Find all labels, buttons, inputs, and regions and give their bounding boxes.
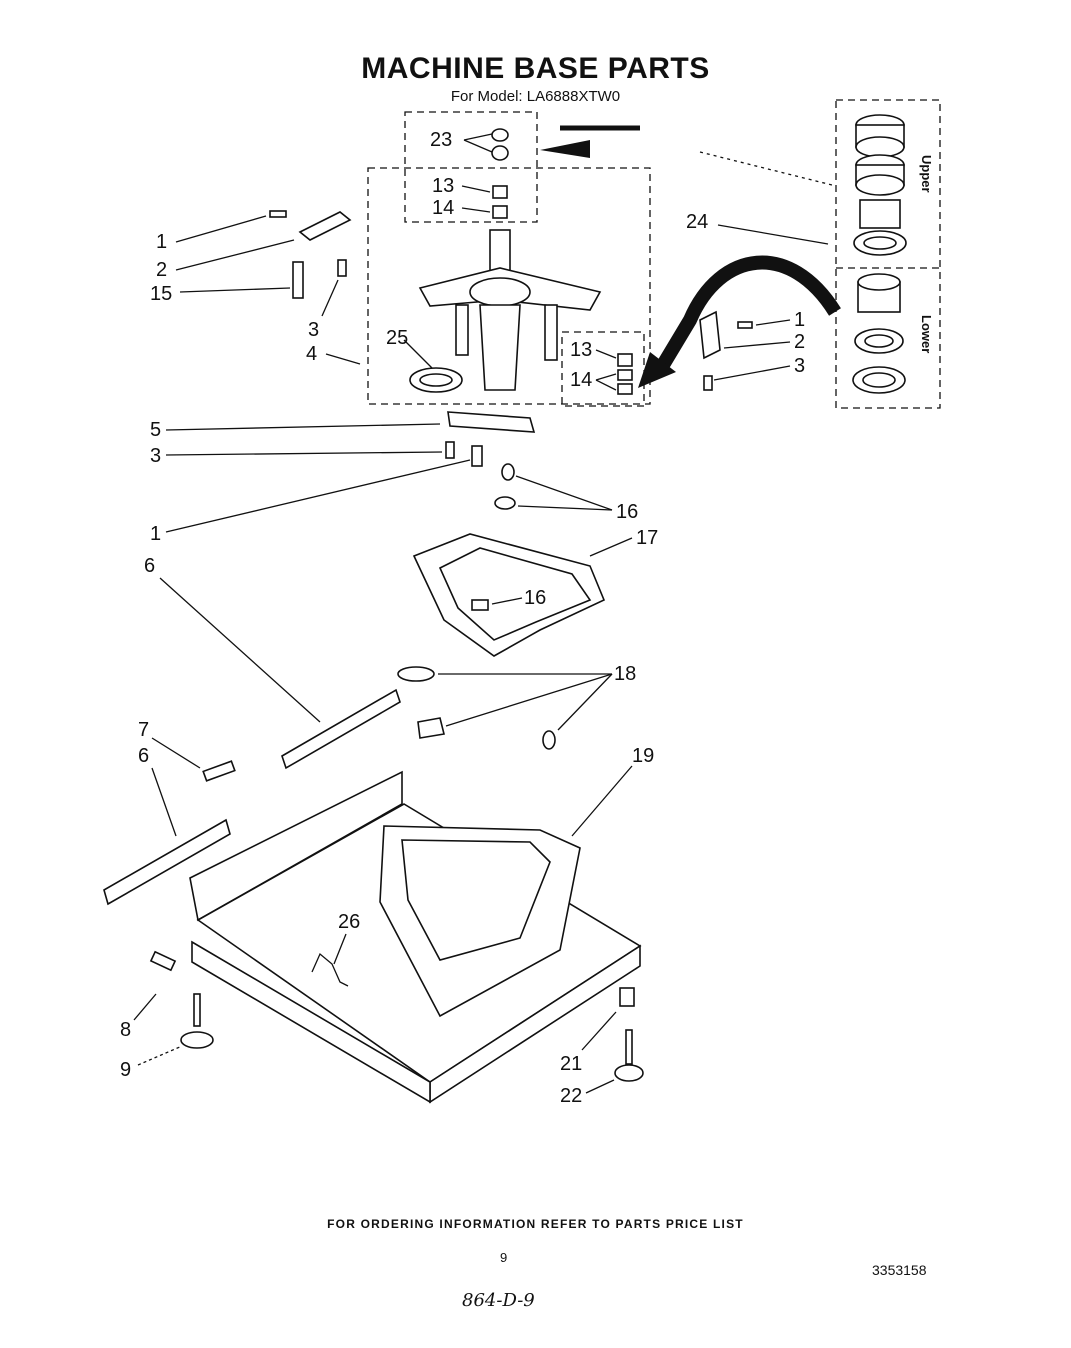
lower-bearing-stack (852, 273, 906, 394)
bumper-box (561, 331, 645, 407)
inset-upper-label: Upper (919, 155, 934, 193)
pin-8 (149, 950, 177, 972)
cap-21 (619, 987, 635, 1007)
inset-lower-label: Lower (919, 315, 934, 353)
callout-3-right: 3 (794, 355, 805, 377)
callout-16-lower: 16 (524, 587, 546, 609)
bearing-seal-box (404, 111, 538, 223)
callout-9: 9 (120, 1059, 131, 1081)
callout-22: 22 (560, 1085, 582, 1107)
transmission-assembly (418, 229, 602, 391)
callout-14-bumper: 14 (570, 369, 592, 391)
handwritten-note: 864-D-9 (462, 1290, 535, 1311)
callout-13-bumper: 13 (570, 339, 592, 361)
foot-22 (614, 1064, 644, 1082)
callout-17: 17 (636, 527, 658, 549)
callout-23: 23 (430, 129, 452, 151)
bumper-13 (617, 353, 633, 367)
callout-14-top: 14 (432, 197, 454, 219)
callout-6-lower: 6 (138, 745, 149, 767)
callout-1-right: 1 (794, 309, 805, 331)
callout-2-left: 2 (156, 259, 167, 281)
spring-7 (202, 760, 236, 782)
callout-6-upper: 6 (144, 555, 155, 577)
base-plate-17 (412, 463, 606, 657)
bearing-inset-box (835, 99, 941, 409)
callout-26: 26 (338, 911, 360, 933)
seal-23-top (491, 128, 509, 142)
callout-16-top: 16 (616, 501, 638, 523)
callout-24: 24 (686, 211, 708, 233)
spring-15 (292, 261, 304, 299)
transmission-assembly-box (367, 167, 651, 405)
leader-lines (133, 133, 829, 1094)
callout-1-lower: 1 (150, 523, 161, 545)
callout-7: 7 (138, 719, 149, 741)
callout-5: 5 (150, 419, 161, 441)
ordering-note: FOR ORDERING INFORMATION REFER TO PARTS … (327, 1217, 744, 1231)
bolt-1-lower (471, 445, 483, 467)
upper-bearing-stack (853, 114, 907, 256)
pad-18a (397, 666, 435, 682)
clip-3-left (337, 259, 347, 277)
callout-19: 19 (632, 745, 654, 767)
callout-3-left: 3 (308, 319, 319, 341)
bearing-13 (492, 185, 508, 199)
rail-6-upper (281, 688, 401, 770)
callout-4: 4 (306, 343, 317, 365)
callout-1-left: 1 (156, 231, 167, 253)
base-frame-19 (189, 770, 642, 1104)
strap-5 (447, 411, 536, 433)
bolt-1-right (737, 321, 753, 329)
seal-23-bottom (491, 145, 509, 161)
leg-bolt-22 (625, 1029, 633, 1065)
bumper-14a (617, 369, 633, 381)
arrowhead-icon (638, 352, 676, 388)
clip-26 (311, 952, 349, 987)
bracket-2-right (699, 310, 721, 360)
pad-18b (417, 717, 445, 739)
bolt-1-left (269, 210, 287, 218)
callout-21: 21 (560, 1053, 582, 1075)
bumper-14b (617, 383, 633, 395)
callout-2-right: 2 (794, 331, 805, 353)
bracket-2-left (298, 211, 352, 241)
document-number: 3353158 (872, 1262, 927, 1278)
clip-3-right (703, 375, 713, 391)
callout-15: 15 (150, 283, 172, 305)
leg-bolt-9 (193, 993, 201, 1027)
upper-arrowhead-icon (540, 140, 590, 158)
bearing-14 (492, 205, 508, 219)
callout-3-lower: 3 (150, 445, 161, 467)
foot-9 (180, 1031, 214, 1049)
callout-13-top: 13 (432, 175, 454, 197)
page-number: 9 (500, 1250, 508, 1265)
callout-18: 18 (614, 663, 636, 685)
callout-25: 25 (386, 327, 408, 349)
page-title: MACHINE BASE PARTS (361, 52, 710, 85)
pad-18c (542, 730, 556, 750)
curved-arrow-icon (653, 255, 841, 374)
clip-3-lower (445, 441, 455, 459)
rail-6-lower (103, 818, 231, 906)
callout-8: 8 (120, 1019, 131, 1041)
model-subtitle: For Model: LA6888XTW0 (450, 88, 621, 105)
